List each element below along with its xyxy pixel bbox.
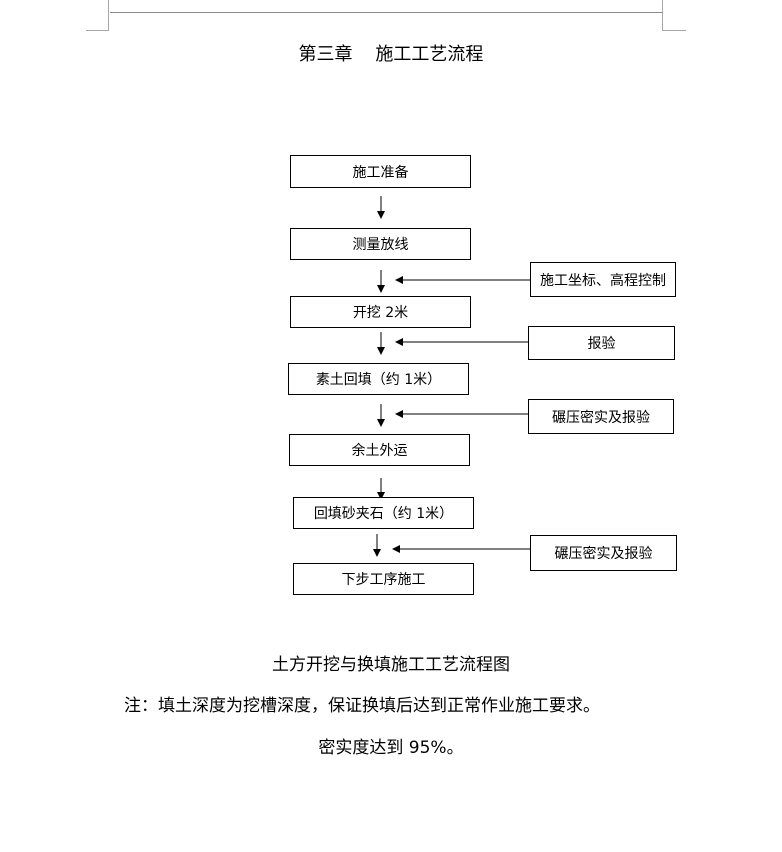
side-box-coordinate-elevation-control: 施工坐标、高程控制 xyxy=(530,262,676,297)
note-text: 注：填土深度为挖槽深度，保证换填后达到正常作业施工要求。 xyxy=(124,696,600,716)
figure-title: 土方开挖与换填施工工艺流程图 xyxy=(272,655,510,675)
header-rule xyxy=(110,12,662,13)
step-box-survey-setting-out: 测量放线 xyxy=(290,228,471,260)
step-box-excavation: 开挖 2米 xyxy=(290,296,471,328)
side-box-compaction-inspection-1: 碾压密实及报验 xyxy=(528,399,674,434)
step-box-plain-soil-backfill: 素土回填（约 1米） xyxy=(288,363,469,395)
side-box-compaction-inspection-2: 碾压密实及报验 xyxy=(530,535,677,571)
crop-mark-top-left-vertical xyxy=(108,0,109,30)
side-box-inspection: 报验 xyxy=(528,326,675,360)
step-box-sand-gravel-backfill: 回填砂夹石（约 1米） xyxy=(293,497,474,529)
chapter-title: 第三章 施工工艺流程 xyxy=(298,44,484,65)
step-box-surplus-soil-removal: 余土外运 xyxy=(289,434,470,466)
step-box-construction-preparation: 施工准备 xyxy=(290,155,471,188)
step-box-next-process: 下步工序施工 xyxy=(293,563,474,595)
crop-mark-top-right-vertical xyxy=(662,0,663,30)
compaction-text: 密实度达到 95%。 xyxy=(318,738,464,758)
crop-mark-top-left-horizontal xyxy=(86,30,109,31)
crop-mark-top-right-horizontal xyxy=(662,30,686,31)
